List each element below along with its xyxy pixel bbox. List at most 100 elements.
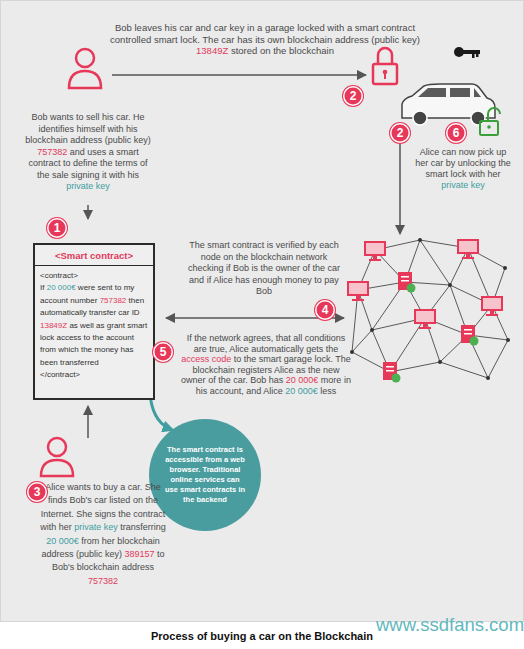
monitor — [481, 296, 503, 311]
key-bow — [454, 47, 464, 57]
text-run: private — [66, 181, 93, 191]
network-link — [440, 362, 488, 378]
open-lock-body — [480, 121, 498, 135]
callout-number: 1 — [47, 218, 67, 238]
monitor-stand — [490, 311, 494, 314]
document-icon — [461, 325, 479, 346]
document-icon — [383, 362, 401, 383]
flow-arrow — [112, 74, 366, 76]
computer-icon — [414, 309, 436, 329]
callout-number: 2 — [343, 86, 363, 106]
text-run: <contract> — [40, 270, 148, 282]
network-dot — [438, 360, 442, 364]
info-text: The smart contract is accessible from a … — [164, 445, 246, 505]
callout-label: 1 — [54, 221, 61, 235]
document-line — [386, 366, 394, 368]
caption: Process of buying a car on the Blockchai… — [0, 629, 524, 643]
network-dot — [503, 266, 507, 270]
callout-number: 3 — [27, 482, 47, 502]
monitor — [364, 241, 386, 256]
text-run: 000€ — [59, 536, 79, 546]
text-run: 757382 — [88, 576, 118, 586]
person-body — [69, 71, 101, 88]
step-text: Bob wants to sell his car. He identifies… — [24, 112, 152, 193]
network-links — [352, 240, 508, 378]
watermark: www.ssdfans.com — [376, 614, 522, 636]
text-run: 000€ — [298, 375, 318, 385]
text-run: 000€ — [58, 283, 76, 292]
computer-icon — [457, 239, 479, 259]
check-badge — [407, 284, 416, 293]
monitor-screen — [459, 241, 477, 252]
callout-label: 4 — [322, 303, 329, 317]
network-link — [468, 335, 488, 378]
text-run: private — [441, 180, 468, 190]
network-link — [352, 330, 372, 352]
monitor-stand — [356, 296, 360, 299]
monitor-screen — [416, 311, 434, 322]
info-circle: The smart contract is accessible from a … — [149, 419, 261, 531]
person-head — [48, 438, 66, 456]
document-line — [464, 333, 472, 335]
monitor-base — [486, 314, 498, 316]
contract-box: <Smart contract><contract> If 20 000€ we… — [33, 243, 155, 400]
text-run: </contract> — [40, 369, 148, 381]
monitor — [457, 239, 479, 254]
computer-icon — [347, 281, 369, 301]
key-tooth — [476, 54, 479, 57]
text-run: 20 — [286, 375, 296, 385]
network-link — [390, 362, 440, 372]
open-lock-shackle — [488, 108, 500, 121]
car-window — [474, 88, 481, 97]
monitor-stand — [373, 256, 377, 259]
open-lock-keyhole — [487, 125, 491, 129]
callout-label: 5 — [160, 345, 167, 359]
monitor-stand — [466, 254, 470, 257]
car-window — [450, 88, 470, 97]
text-run: private — [74, 522, 101, 532]
network-dot — [370, 328, 374, 332]
monitor-screen — [366, 243, 384, 254]
document-line — [386, 370, 394, 372]
person-head — [76, 49, 94, 67]
callout-label: 2 — [397, 126, 404, 140]
monitor-base — [369, 259, 381, 261]
network-dot — [448, 283, 452, 287]
network-dot — [350, 350, 354, 354]
text-run: 13849Z — [196, 45, 228, 56]
network-link — [425, 318, 440, 362]
network-link — [420, 240, 450, 285]
connector-arrow — [151, 400, 172, 430]
monitor-stand — [423, 324, 427, 327]
document-icon — [398, 272, 416, 293]
text-run: access — [181, 354, 209, 364]
text-run: key — [471, 180, 485, 190]
person-body — [41, 460, 73, 476]
text-run: <Smart — [55, 250, 87, 261]
step-text: If the network agrees, that all conditio… — [180, 333, 352, 396]
text-run: code — [212, 354, 232, 364]
network-link — [488, 340, 508, 378]
monitor-screen — [483, 298, 501, 309]
text-run: 20 — [285, 386, 295, 396]
network-dot — [486, 376, 490, 380]
document-line — [401, 280, 409, 282]
text-run: 757382 — [37, 147, 67, 157]
monitor-screen — [349, 283, 367, 294]
lock-shackle — [378, 48, 392, 64]
monitor — [347, 281, 369, 296]
key-blade — [463, 50, 480, 54]
contract-heading: <Smart contract> — [35, 245, 153, 266]
text-run: 389157 — [125, 549, 155, 559]
document-line — [464, 329, 472, 331]
text-run: 000€ — [298, 386, 318, 396]
callout-number: 5 — [153, 342, 173, 362]
monitor-base — [462, 257, 474, 259]
monitor-base — [352, 299, 364, 301]
computer-icon — [481, 296, 503, 316]
flow-arrow — [87, 406, 89, 438]
text-run: key — [104, 522, 118, 532]
text-run: 757382 — [100, 296, 127, 305]
callout-number: 2 — [390, 123, 410, 143]
computer-icon — [364, 241, 386, 261]
